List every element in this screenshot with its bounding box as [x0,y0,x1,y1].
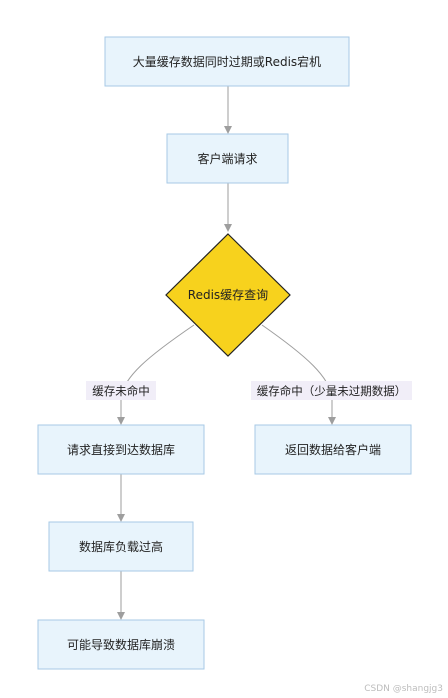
node-db-crash: 可能导致数据库崩溃 [37,619,205,670]
cache-miss-label: 缓存未命中 [92,384,150,398]
node-db-crash-text: 可能导致数据库崩溃 [67,637,175,652]
cache-hit-label: 缓存命中（少量未过期数据） [257,384,407,398]
node-db-direct: 请求直接到达数据库 [37,424,205,475]
edge-label-cache-miss: 缓存未命中 [86,381,156,400]
node-return-data-text: 返回数据给客户端 [285,442,381,457]
edge-label-cache-hit: 缓存命中（少量未过期数据） [251,381,412,400]
node-db-direct-text: 请求直接到达数据库 [67,442,175,457]
node-db-overload-text: 数据库负载过高 [79,539,163,554]
node-db-overload: 数据库负载过高 [48,521,194,572]
node-redis-query-text: Redis缓存查询 [188,288,268,302]
edge-redis-to-db-direct [117,324,195,425]
edge-redis-to-return [261,324,336,425]
node-start-text: 大量缓存数据同时过期或Redis宕机 [133,54,321,69]
node-client-request: 客户端请求 [166,133,289,184]
watermark: CSDN @shangjg3 [364,684,443,694]
node-redis-query: Redis缓存查询 [165,233,291,357]
node-start: 大量缓存数据同时过期或Redis宕机 [104,36,350,87]
node-client-request-text: 客户端请求 [197,151,257,166]
node-return-data: 返回数据给客户端 [254,424,412,475]
